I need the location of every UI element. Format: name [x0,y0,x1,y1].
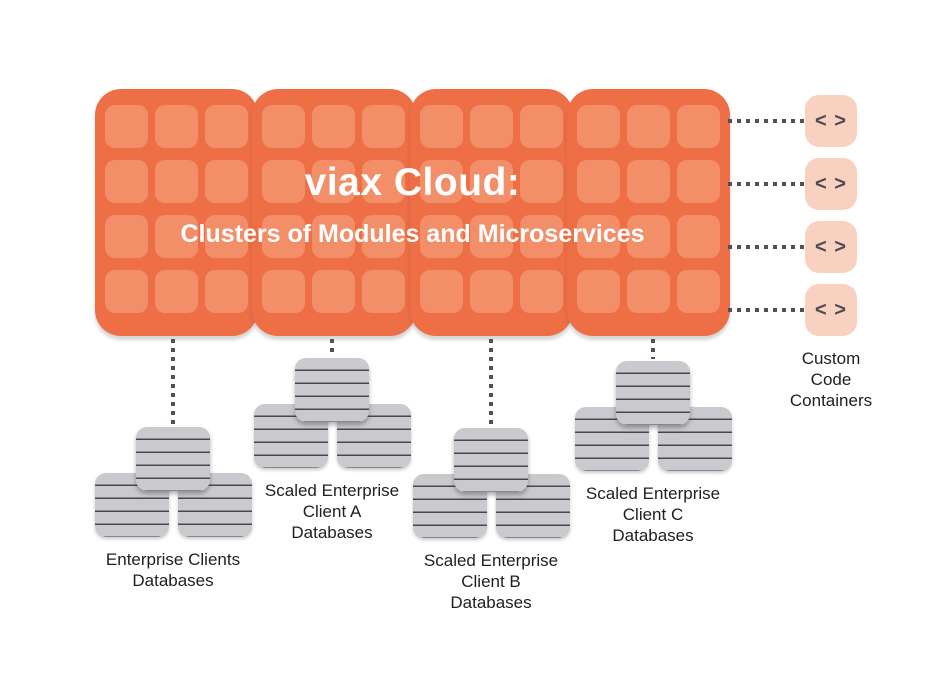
cloud-cluster-group [95,89,731,336]
module-tile [105,270,149,313]
module-tile [155,160,199,203]
module-tile [519,160,563,203]
module-tile [677,270,721,313]
module-tile [312,160,356,203]
code-container-icon: < > [805,95,857,147]
module-tile [205,270,249,313]
database-icon [177,473,252,537]
module-tile [677,215,721,258]
module-tile [362,270,406,313]
module-tile [312,270,356,313]
module-tile [262,270,306,313]
module-tile [205,215,249,258]
database-icon [454,428,528,492]
cloud-block-3 [409,89,573,336]
module-tile [577,270,621,313]
database-icon [136,427,210,491]
module-tile [519,215,563,258]
module-tile [105,160,149,203]
module-tile [627,270,671,313]
dotted-connector-horizontal [728,119,804,123]
cluster-label: Scaled Enterprise Client B Databases [423,551,559,612]
module-tile [627,160,671,203]
module-tile [577,215,621,258]
module-tile [362,160,406,203]
cloud-block-4 [566,89,731,336]
module-tile [262,105,306,148]
database-icon [336,404,411,468]
database-icon [616,361,690,425]
dotted-connector-horizontal [728,182,804,186]
code-container-icon: < > [805,158,857,210]
module-tile [577,160,621,203]
code-brackets-icon: < > [815,109,847,132]
dotted-connector-horizontal [728,308,804,312]
cluster-label: Scaled Enterprise Client C Databases [585,484,721,545]
cloud-block-1 [95,89,259,336]
dotted-connector-vertical [651,339,655,359]
module-tile [469,160,513,203]
module-tile [419,105,463,148]
module-tile [312,215,356,258]
module-tile [519,105,563,148]
code-container-icon: < > [805,221,857,273]
dotted-connector-horizontal [728,245,804,249]
module-tile [519,270,563,313]
module-tile [677,105,721,148]
code-brackets-icon: < > [815,172,847,195]
module-tile [205,160,249,203]
module-tile [155,270,199,313]
module-tile [627,105,671,148]
module-tile [262,215,306,258]
module-tile [205,105,249,148]
code-brackets-icon: < > [815,298,847,321]
module-tile [105,215,149,258]
module-tile [312,105,356,148]
code-brackets-icon: < > [815,235,847,258]
module-tile [155,105,199,148]
module-tile [627,215,671,258]
module-tile [469,105,513,148]
code-container-icon: < > [805,284,857,336]
dotted-connector-vertical [330,339,334,357]
module-tile [419,160,463,203]
database-icon [295,358,369,422]
dotted-connector-vertical [171,339,175,425]
dotted-connector-vertical [489,339,493,426]
database-icon [253,404,328,468]
module-tile [469,270,513,313]
cluster-label: Enterprise Clients Databases [105,550,241,590]
cloud-block-2 [252,89,416,336]
module-tile [155,215,199,258]
module-tile [362,105,406,148]
module-tile [577,105,621,148]
module-tile [362,215,406,258]
custom-code-containers-label: Custom Code Containers [789,349,873,410]
module-tile [105,105,149,148]
cluster-label: Scaled Enterprise Client A Databases [264,481,400,542]
module-tile [262,160,306,203]
module-tile [419,215,463,258]
module-tile [677,160,721,203]
module-tile [469,215,513,258]
module-tile [419,270,463,313]
